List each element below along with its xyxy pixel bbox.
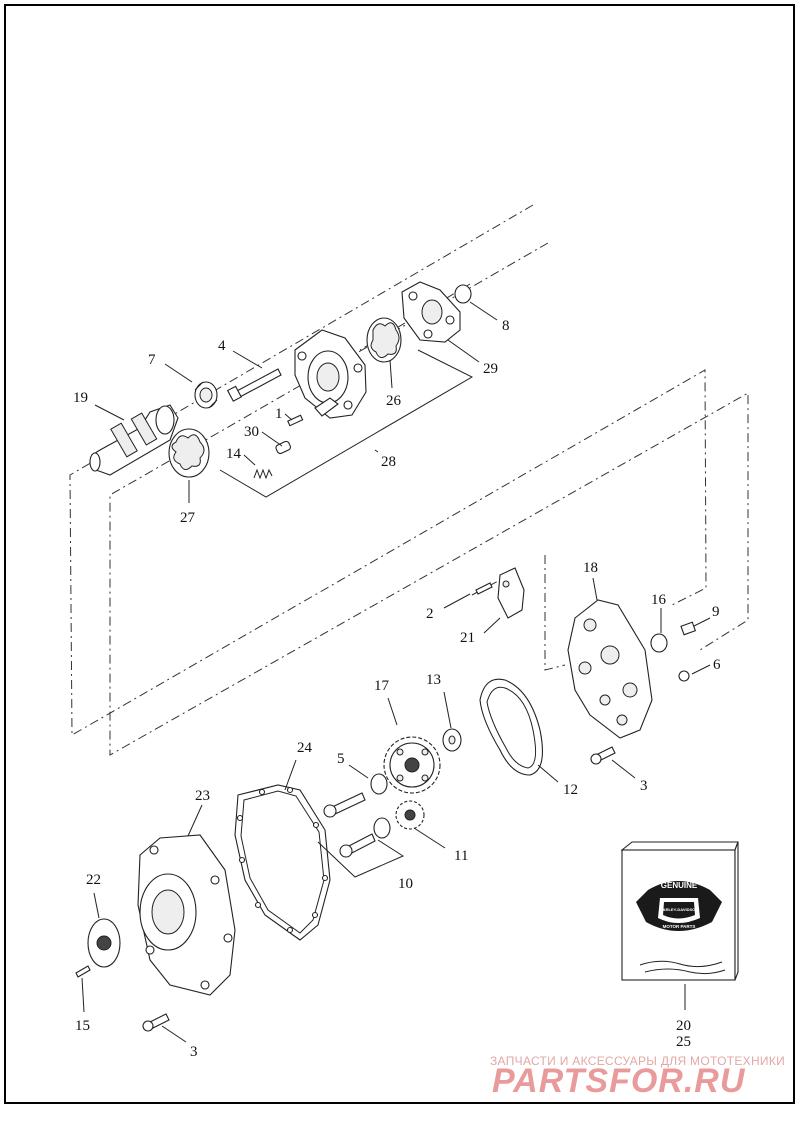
sprocket-11 xyxy=(395,800,425,830)
label-6: 6 xyxy=(713,657,721,673)
washer-13 xyxy=(442,728,462,752)
label-11: 11 xyxy=(454,848,468,864)
cover-22 xyxy=(87,918,121,968)
camshaft-19 xyxy=(89,404,179,476)
label-8: 8 xyxy=(502,318,510,334)
sprocket-17 xyxy=(383,736,441,794)
label-23: 23 xyxy=(195,788,210,804)
logo-motor-parts-text: MOTOR PARTS xyxy=(663,924,696,929)
label-25: 25 xyxy=(676,1034,691,1050)
bolt-4 xyxy=(226,368,282,402)
screw-3-lower xyxy=(142,1013,170,1032)
screw-15 xyxy=(75,965,91,978)
bolt-10b xyxy=(339,833,376,858)
harley-logo: GENUINE HARLEY-DAVIDSON MOTOR PARTS xyxy=(636,881,722,931)
oil-pump-18 xyxy=(567,599,653,739)
label-15: 15 xyxy=(75,1018,90,1034)
callout-labels: 7 4 19 27 30 1 14 28 26 29 8 2 21 18 16 … xyxy=(73,318,721,1060)
label-7: 7 xyxy=(148,352,156,368)
pump-body-28 xyxy=(294,329,367,419)
label-1: 1 xyxy=(275,406,283,422)
label-21: 21 xyxy=(460,630,475,646)
label-19: 19 xyxy=(73,390,88,406)
dowel-1 xyxy=(287,414,304,427)
label-24: 24 xyxy=(297,740,313,756)
label-26: 26 xyxy=(386,393,402,409)
label-30: 30 xyxy=(244,424,259,440)
washer-10b xyxy=(373,817,391,839)
bolt-10a xyxy=(323,792,366,818)
label-13: 13 xyxy=(426,672,441,688)
label-5: 5 xyxy=(337,751,345,767)
leader-lines xyxy=(81,301,711,1043)
label-2: 2 xyxy=(426,606,434,622)
watermark-tagline: ЗАПЧАСТИ И АКСЕССУАРЫ ДЛЯ МОТОТЕХНИКИ xyxy=(490,1054,786,1068)
cover-29 xyxy=(401,281,461,343)
label-9: 9 xyxy=(712,604,720,620)
label-22: 22 xyxy=(86,872,101,888)
label-18: 18 xyxy=(583,560,598,576)
gerotor-26 xyxy=(366,317,402,363)
label-4: 4 xyxy=(218,338,226,354)
label-3-upper: 3 xyxy=(640,778,648,794)
washer-5 xyxy=(370,773,388,795)
label-14: 14 xyxy=(226,446,242,462)
screw-2 xyxy=(475,582,493,595)
label-3-lower: 3 xyxy=(190,1044,198,1060)
oring-8 xyxy=(454,284,472,304)
chain-12 xyxy=(479,678,543,776)
cam-cover-23 xyxy=(137,834,236,996)
bearing-7 xyxy=(194,381,218,409)
watermark-site[interactable]: PARTSFOR.RU xyxy=(492,1062,746,1100)
gerotor-27 xyxy=(168,428,210,478)
label-16: 16 xyxy=(651,592,667,608)
plug-9 xyxy=(680,621,697,636)
label-10: 10 xyxy=(398,876,413,892)
label-27: 27 xyxy=(180,510,196,526)
logo-brand-text: HARLEY-DAVIDSON xyxy=(660,907,698,912)
gasket-24 xyxy=(234,784,331,941)
label-28: 28 xyxy=(381,454,396,470)
screw-3-upper xyxy=(590,746,616,765)
genuine-parts-box-20-25: GENUINE HARLEY-DAVIDSON MOTOR PARTS xyxy=(620,841,739,981)
label-29: 29 xyxy=(483,361,498,377)
logo-genuine-text: GENUINE xyxy=(661,881,698,890)
ball-6 xyxy=(678,670,690,682)
label-17: 17 xyxy=(374,678,390,694)
label-12: 12 xyxy=(563,782,578,798)
spring-14 xyxy=(253,468,273,480)
diagram-frame xyxy=(4,4,795,1104)
bracket-21 xyxy=(497,567,525,619)
label-20: 20 xyxy=(676,1018,691,1034)
oring-16 xyxy=(650,633,668,653)
